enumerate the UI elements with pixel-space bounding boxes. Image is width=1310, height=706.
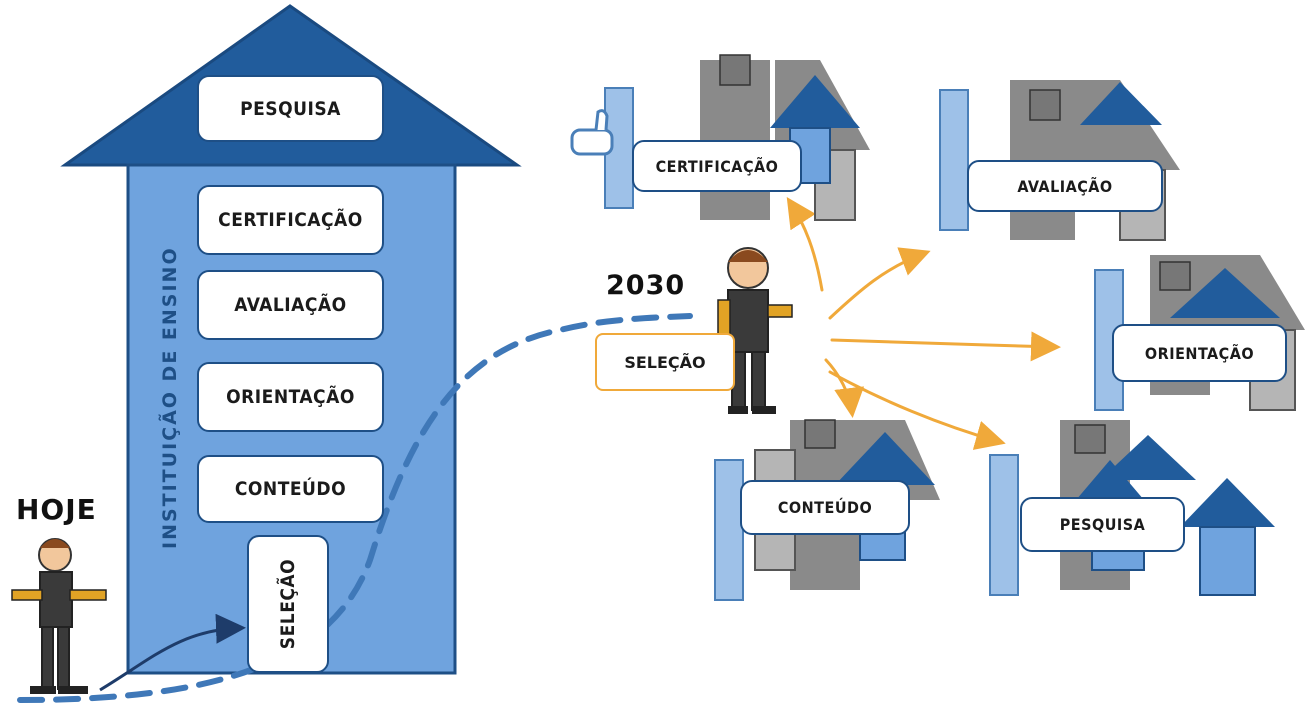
dashed-path [17, 313, 693, 703]
orange-arrows [786, 196, 1061, 450]
door-selecao-label: SELEÇÃO [277, 558, 299, 650]
door-selecao: SELEÇÃO [247, 535, 329, 673]
module-avaliacao: AVALIAÇÃO [197, 270, 384, 340]
future-selecao: SELEÇÃO [595, 333, 735, 391]
door-arrow [99, 613, 246, 692]
house-label-certificacao: CERTIFICAÇÃO [632, 140, 802, 192]
house-certificacao [604, 54, 870, 221]
module-conteudo: CONTEÚDO [197, 455, 384, 523]
house-label-avaliacao: AVALIAÇÃO [967, 160, 1163, 212]
module-certificacao: CERTIFICAÇÃO [197, 185, 384, 255]
thumbs-up-icon [570, 109, 614, 156]
institution-label: INSTITUIÇÃO DE ENSINO [159, 246, 181, 549]
today-label: HOJE [16, 493, 97, 526]
house-label-conteudo: CONTEÚDO [740, 480, 910, 535]
house-label-pesquisa: PESQUISA [1020, 497, 1185, 552]
future-label: 2030 [606, 270, 686, 301]
module-orientacao: ORIENTAÇÃO [197, 362, 384, 432]
person-today [11, 538, 107, 694]
module-pesquisa: PESQUISA [197, 75, 384, 142]
house-label-orientacao: ORIENTAÇÃO [1112, 324, 1287, 382]
